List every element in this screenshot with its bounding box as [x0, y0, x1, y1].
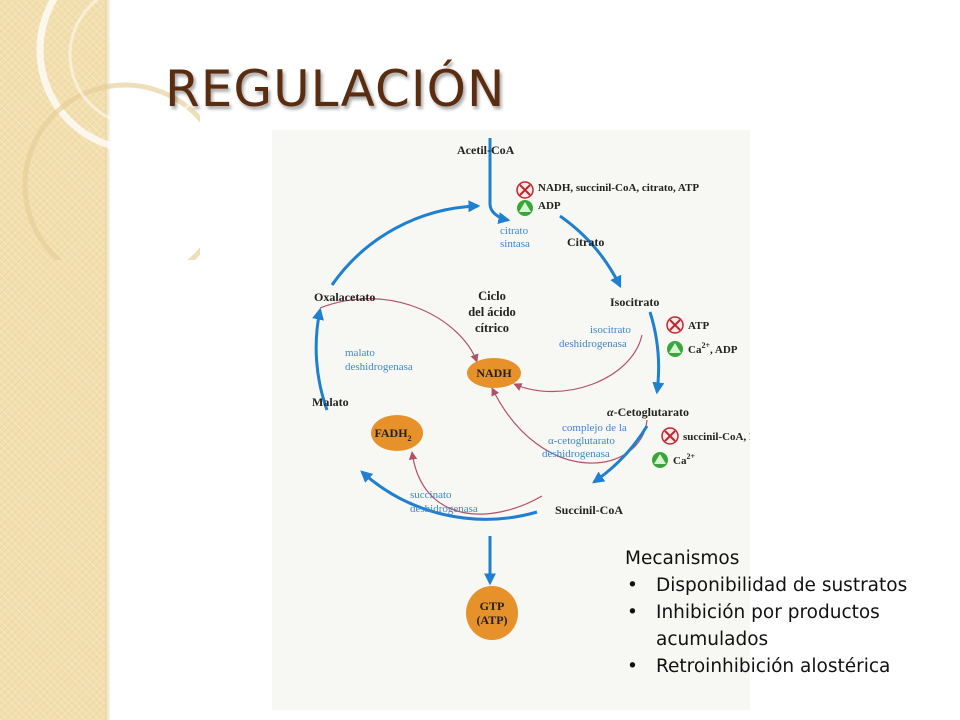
mechanism-text: Disponibilidad de sustratos — [656, 575, 908, 596]
fadh2-bubble — [371, 415, 423, 451]
acetyl-coa-entry-arrow — [488, 138, 511, 224]
isocitrate-to-akg-arrow — [648, 311, 665, 395]
slide-title: REGULACIÓN — [165, 60, 506, 118]
mechanism-text: Retroinhibición alostérica — [656, 656, 891, 677]
mechanisms-list: • Disponibilidad de sustratos • Inhibici… — [625, 572, 955, 680]
decorative-side-strip — [0, 0, 105, 720]
fadh2-text: FADH — [374, 426, 408, 440]
mechanisms-heading: Mecanismos — [625, 548, 740, 569]
succinyl-to-fadh2-arrow — [408, 451, 543, 515]
adp-rest: , ADP — [710, 344, 738, 356]
gtp-bubble — [466, 586, 518, 640]
enzyme-isocitrate-dh-1: isocitrato — [590, 324, 631, 336]
label-malate: Malato — [312, 395, 349, 409]
label-oxaloacetate: Oxalacetato — [314, 290, 375, 304]
enzyme-citrate-synthase-2: sintasa — [500, 238, 530, 250]
ca-charge: 2+ — [686, 452, 695, 461]
activator-triangle-icon — [667, 341, 683, 357]
citrate-synthase-inhibitors: NADH, succinil-CoA, citrato, ATP — [538, 182, 699, 194]
mechanism-item: • Inhibición por productos acumulados — [625, 599, 955, 653]
nadh-bubble — [467, 358, 521, 388]
enzyme-akg-dh-2: α-cetoglutarato — [548, 435, 615, 447]
isocitrate-dh-activators: Ca2+, ADP — [688, 341, 738, 356]
citrate-to-isocitrate-arrow — [559, 214, 622, 289]
mechanism-text-continued: acumulados — [656, 629, 769, 650]
malate-to-nadh-arrow — [319, 298, 479, 363]
isocitrate-to-nadh-arrow — [513, 334, 643, 393]
gtp-label-line-2: (ATP) — [476, 613, 507, 627]
label-alpha-ketoglutarate: α-Cetoglutarato — [607, 405, 689, 419]
succinyl-to-malate-arrow — [360, 470, 538, 521]
mechanism-item: • Disponibilidad de sustratos — [625, 572, 955, 599]
alpha-symbol: α — [607, 405, 614, 419]
malate-to-oxaloacetate-arrow — [312, 307, 329, 411]
isocitrate-dh-inhibitors: ATP — [688, 320, 709, 332]
center-label-line-3: cítrico — [475, 321, 509, 335]
mechanism-text: Inhibición por productos — [656, 602, 880, 623]
ca-ion: Ca — [673, 455, 687, 467]
side-divider — [105, 0, 111, 720]
akg-name: -Cetoglutarato — [614, 405, 689, 419]
akg-to-nadh-arrow — [491, 387, 648, 464]
label-citrate: Citrato — [567, 235, 604, 249]
fadh2-subscript: 2 — [408, 434, 412, 443]
akg-dh-inhibitors: succinil-CoA, NADH — [683, 431, 750, 443]
enzyme-citrate-synthase-1: citrato — [500, 225, 529, 237]
bullet-icon: • — [627, 602, 638, 623]
enzyme-isocitrate-dh-2: deshidrogenasa — [559, 338, 627, 350]
mechanisms-box: Mecanismos • Disponibilidad de sustratos… — [625, 545, 955, 680]
center-label-line-1: Ciclo — [478, 289, 506, 303]
akg-to-succinyl-arrow — [592, 425, 649, 484]
nadh-label: NADH — [476, 366, 512, 380]
activator-triangle-icon — [517, 200, 533, 216]
akg-dh-activators: Ca2+ — [673, 452, 695, 467]
decorative-circles — [22, 0, 200, 260]
diagram-canvas: Acetil-CoA Citrato Isocitrato α-Cetoglut… — [312, 138, 750, 640]
enzyme-succinate-dh-1: succinato — [410, 489, 452, 501]
decorative-circle-large — [36, 0, 200, 154]
activator-triangle-icon — [652, 452, 668, 468]
inhibitor-x-icon — [516, 181, 534, 199]
enzyme-malate-dh-1: malato — [345, 347, 375, 359]
fadh2-label: FADH2 — [374, 426, 411, 443]
ca-ion: Ca — [688, 344, 702, 356]
citric-acid-cycle-diagram: Acetil-CoA Citrato Isocitrato α-Cetoglut… — [272, 130, 750, 710]
inhibitor-x-icon — [661, 427, 679, 445]
citrate-synthase-activators: ADP — [538, 200, 561, 212]
inhibitor-x-icon — [666, 316, 684, 334]
mechanism-item: • Retroinhibición alostérica — [625, 653, 955, 680]
label-acetyl-coa: Acetil-CoA — [457, 143, 515, 157]
center-label-line-2: del ácido — [468, 305, 516, 319]
enzyme-akg-dh-3: deshidrogenasa — [542, 448, 610, 460]
label-isocitrate: Isocitrato — [610, 295, 659, 309]
oxaloacetate-to-citrate-arrow — [330, 200, 481, 286]
enzyme-akg-dh-1: complejo de la — [562, 422, 627, 434]
enzyme-malate-dh-2: deshidrogenasa — [345, 361, 413, 373]
bullet-icon: • — [627, 575, 638, 596]
ca-charge: 2+ — [701, 341, 710, 350]
bullet-icon: • — [627, 656, 638, 677]
gtp-label-line-1: GTP — [480, 599, 505, 613]
label-succinyl-coa: Succinil-CoA — [555, 503, 623, 517]
enzyme-succinate-dh-2: deshidrogenasa — [410, 503, 478, 515]
decorative-circle-medium — [22, 82, 200, 260]
decorative-circle-small — [68, 0, 200, 127]
